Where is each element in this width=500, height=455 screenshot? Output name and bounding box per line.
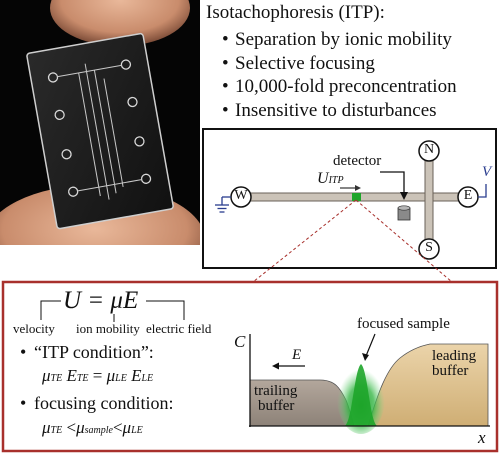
bullet-item: Insensitive to disturbances [222,99,457,123]
voltage-label: V [482,164,492,180]
chip-photo [0,0,200,245]
bullet-item: 10,000-fold preconcentration [222,75,457,99]
focused-zone-marker [352,193,361,201]
bullet-item: Separation by ionic mobility [222,28,457,52]
velocity-caption: velocity [13,321,55,336]
voltage-lead [478,184,487,198]
trailing-label-line2: buffer [258,398,295,414]
chip-photo-drawing [0,0,200,245]
itp-condition-equation: μTE ETE = μLE ELE [42,366,154,385]
reservoir-e-label: E [463,188,473,203]
ion-mobility-caption: ion mobility [76,321,140,336]
electric-field-caption: electric field [146,321,212,336]
focusing-condition-equation: μTE <μsample<μLE [42,418,143,437]
velocity-arrow [355,185,361,191]
itp-condition-text: “ITP condition”: [34,342,154,362]
equation-brackets [40,300,185,322]
detector-label: detector [333,153,382,169]
itp-condition-label: •“ITP condition”: [20,342,154,362]
velocity-subscript: ITP [328,175,344,186]
velocity-symbol: U [317,170,329,187]
bullet-item: Selective focusing [222,52,457,76]
focused-sample-peak [344,364,378,426]
focusing-condition-label: •focusing condition: [20,393,174,413]
trailing-label-line1: trailing [254,383,298,399]
itp-title: Isotachophoresis (ITP): [206,2,385,23]
leading-label-line1: leading [432,348,477,364]
main-equation: U = μE [63,287,139,314]
reservoir-n-label: N [423,142,435,157]
reservoir-circles [230,140,479,260]
trailing-buffer-label: trailing buffer [254,384,297,414]
glass-chip [26,32,174,230]
leading-buffer-label: leading buffer [432,349,476,379]
field-label: E [292,347,302,363]
focused-sample-label: focused sample [357,316,450,332]
top-finger [50,0,190,46]
field-arrow [272,362,279,370]
ground-icon [215,196,231,213]
reservoir-s-label: S [425,240,433,255]
plot-y-label: C [234,332,246,351]
detector-arrow [380,171,405,196]
focusing-condition-text: focusing condition: [34,393,174,413]
detector-icon [397,205,411,221]
itp-feature-list: Separation by ionic mobility Selective f… [222,28,457,122]
sample-pointer-arrow [362,353,369,361]
velocity-label: UITP [317,170,344,188]
plot-x-label: x [478,428,486,447]
reservoir-w-label: W [234,188,248,203]
leading-label-line2: buffer [432,363,469,379]
zoom-line-right [355,199,453,283]
